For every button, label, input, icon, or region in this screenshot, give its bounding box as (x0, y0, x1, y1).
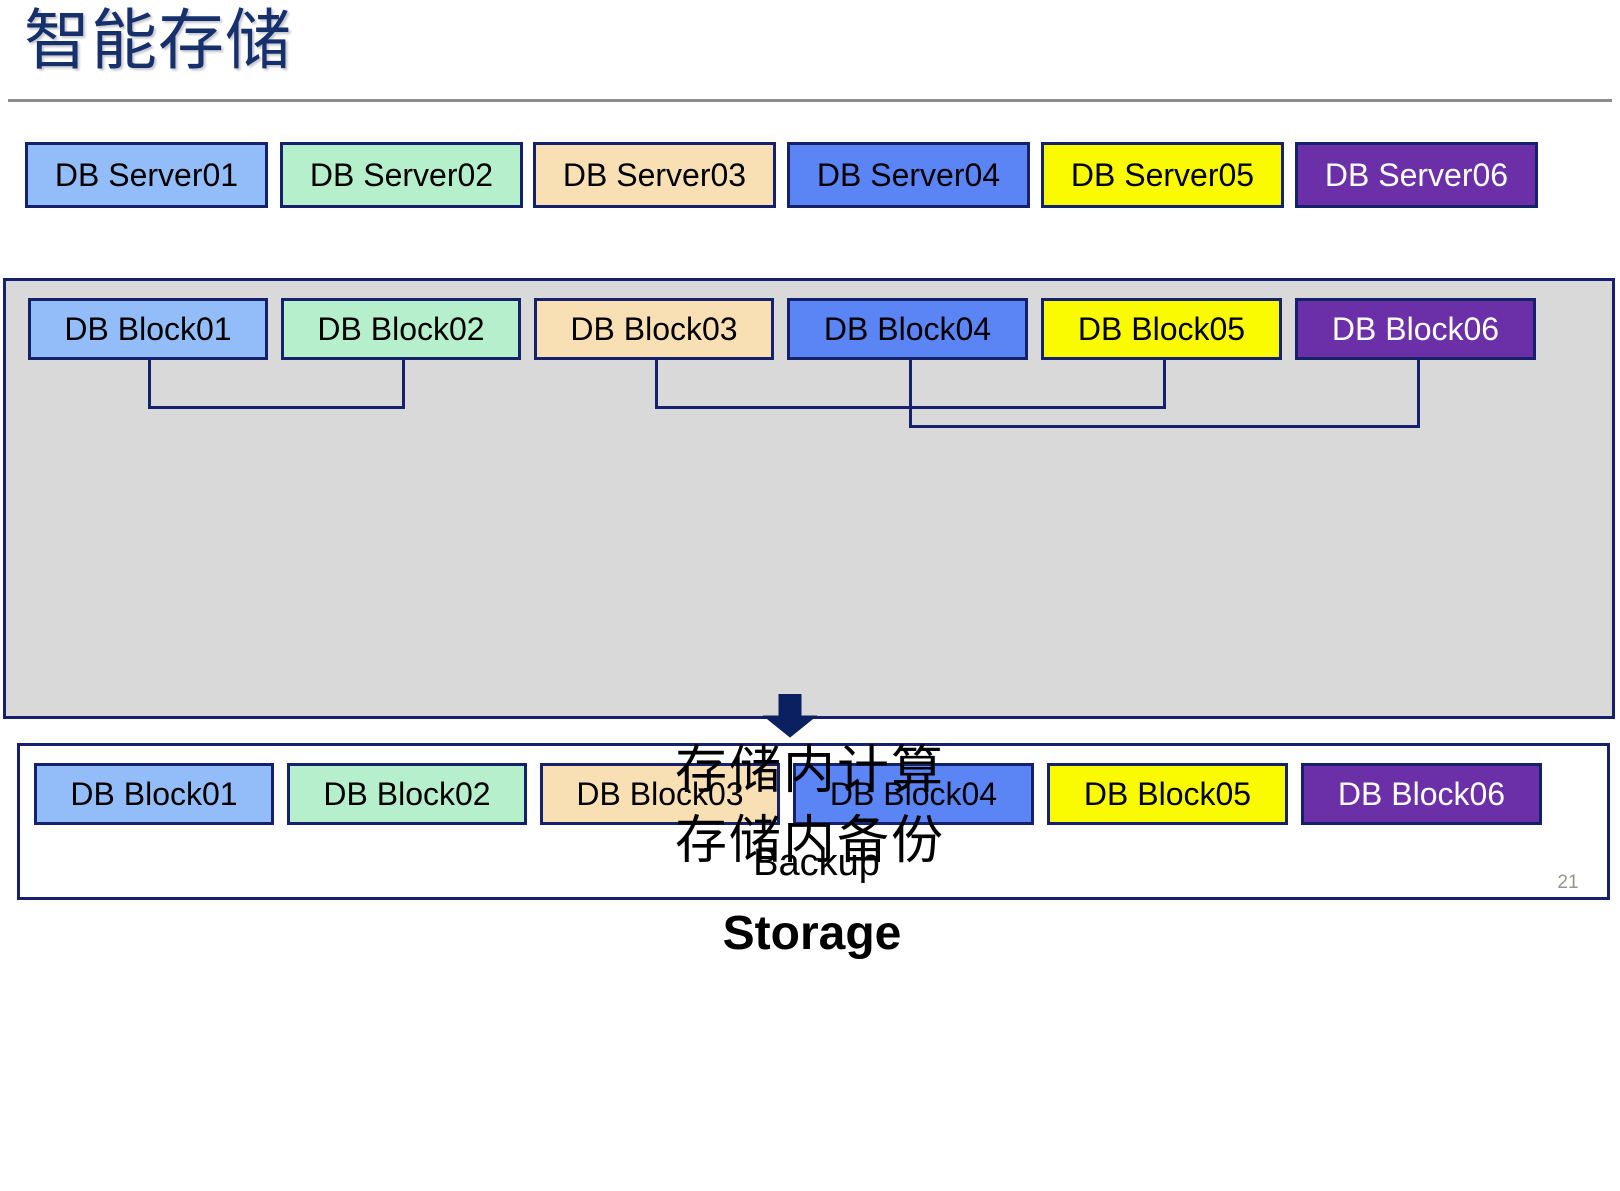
footer-line-2: 存储内备份 (674, 812, 945, 870)
db-block-box-backup-label: DB Block02 (323, 776, 491, 812)
db-block-box-backup-label: DB Block01 (70, 776, 238, 812)
storage-container: DB Block01 DB Block02 DB Block03 DB Block04… (3, 278, 1615, 960)
connector-block03-block05-left-leg (655, 360, 658, 409)
db-block-box-primary-3[interactable]: DB Block03 (534, 298, 774, 360)
slide-number: 21 (1557, 872, 1579, 893)
db-block-box-primary-label: DB Block02 (317, 311, 485, 347)
backup-label: Backup (753, 842, 880, 884)
db-block-box-primary-2[interactable]: DB Block02 (281, 298, 521, 360)
db-block-row-backup: DB Block01 DB Block02 DB Block03 DB Block04… (6, 281, 1620, 1191)
db-server-box-label: DB Server05 (1070, 157, 1255, 193)
db-server-box-label: DB Server01 (54, 157, 239, 193)
connector-block04-block06-right-leg (1417, 360, 1420, 428)
db-block-box-backup-label: DB Block04 (829, 776, 998, 812)
backup-flow-arrow-icon (762, 694, 818, 738)
db-block-box-primary-label: DB Block04 (823, 311, 992, 347)
connector-block03-block05-right-leg (1163, 360, 1166, 409)
db-server-box-1[interactable]: DB Server01 (25, 142, 268, 208)
db-block-box-backup-3[interactable]: DB Block03 (540, 763, 780, 825)
storage-label: Storage (722, 907, 902, 960)
db-server-box-5[interactable]: DB Server05 (1041, 142, 1284, 208)
db-server-box-label: DB Server02 (309, 157, 494, 193)
db-server-box-label: DB Server06 (1324, 157, 1509, 193)
db-block-box-backup-4[interactable]: DB Block04 (793, 763, 1034, 825)
connector-block01-block02-bridge (148, 406, 405, 409)
db-block-box-primary-1[interactable]: DB Block01 (28, 298, 268, 360)
db-server-box-4[interactable]: DB Server04 (787, 142, 1030, 208)
db-block-box-primary-label: DB Block05 (1077, 311, 1246, 347)
connector-block01-block02-right-leg (402, 360, 405, 409)
db-server-box-6[interactable]: DB Server06 (1295, 142, 1538, 208)
db-block-box-backup-label: DB Block05 (1083, 776, 1252, 812)
db-block-box-primary-5[interactable]: DB Block05 (1041, 298, 1282, 360)
db-block-box-backup-label: DB Block06 (1337, 776, 1506, 812)
db-block-box-primary-label: DB Block03 (570, 311, 738, 347)
db-block-box-backup-1[interactable]: DB Block01 (34, 763, 274, 825)
db-server-box-label: DB Server04 (816, 157, 1001, 193)
db-server-box-3[interactable]: DB Server03 (533, 142, 776, 208)
db-server-row: DB Server01 DB Server02 DB Server03 DB Serv… (25, 142, 1538, 208)
title-divider (8, 99, 1612, 102)
connector-block01-block02-left-leg (148, 360, 151, 409)
footer-line-1: 存储内计算 (674, 742, 945, 800)
db-server-box-2[interactable]: DB Server02 (280, 142, 523, 208)
connector-block04-block06-bridge (909, 425, 1420, 428)
db-block-box-primary-label: DB Block06 (1331, 311, 1500, 347)
db-block-box-backup-6[interactable]: DB Block06 (1301, 763, 1542, 825)
db-server-box-label: DB Server03 (562, 157, 747, 193)
db-block-box-backup-5[interactable]: DB Block05 (1047, 763, 1288, 825)
db-block-box-primary-4[interactable]: DB Block04 (787, 298, 1028, 360)
db-block-box-primary-label: DB Block01 (64, 311, 232, 347)
db-block-box-backup-2[interactable]: DB Block02 (287, 763, 527, 825)
db-block-box-primary-6[interactable]: DB Block06 (1295, 298, 1536, 360)
connector-block04-block06-left-leg (909, 360, 912, 428)
connector-group (148, 360, 1420, 428)
db-block-row-primary: DB Block01 DB Block02 DB Block03 DB Block04… (28, 298, 1536, 360)
backup-panel: DB Block01 DB Block02 DB Block03 DB Block04… (17, 743, 1610, 900)
page-title: 智能存储 (24, 3, 292, 77)
db-block-box-backup-label: DB Block03 (576, 776, 744, 812)
